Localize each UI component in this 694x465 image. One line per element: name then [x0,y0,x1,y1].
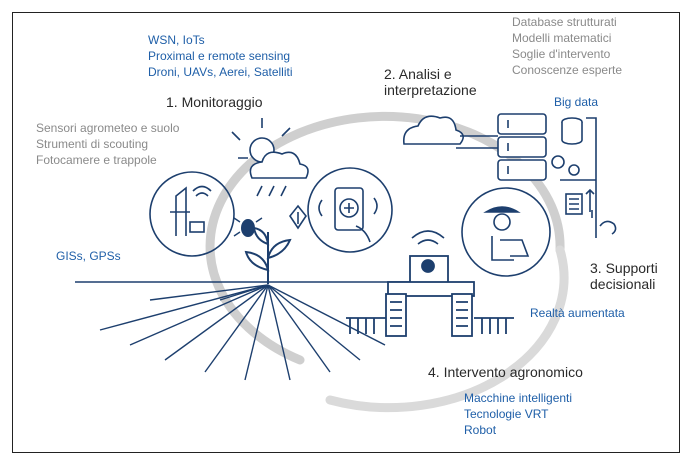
sensor-station-icon [149,171,235,257]
smartphone-scan-icon [307,167,393,253]
data-sources-list: Database strutturati Modelli matematici … [512,14,622,78]
sensor-item: Fotocamere e trappole [36,153,157,167]
sensors-list: Sensori agrometeo e suolo Strumenti di s… [36,120,179,168]
data-source-item: Conoscenze esperte [512,63,623,77]
cloud-sun-rain-icon [231,118,309,197]
cloud-icon [402,115,498,149]
gis-label: GISs, GPSs [56,249,121,263]
tractor-icon [346,255,514,337]
leaf-icon [289,204,307,230]
wifi-icon [411,230,445,245]
farmer-laptop-icon [461,187,551,277]
data-source-item: Soglie d'intervento [512,47,611,61]
field-furrows [75,281,420,381]
server-rack-icon [497,113,547,181]
plant-icon [244,226,292,284]
figure-frame [12,12,680,453]
sensor-item: Strumenti di scouting [36,137,149,151]
bug-icon [233,217,263,237]
document-icon [565,188,595,218]
machines-list: Macchine intelligenti Tecnologie VRT Rob… [464,390,572,438]
database-icon [561,117,583,145]
step-1-label: 1. Monitoraggio [166,94,263,110]
step-4-label: 4. Intervento agronomico [428,364,583,380]
big-data-label: Big data [554,95,599,109]
hand-icon [599,220,617,235]
tech-item: WSN, IoTs [148,33,205,47]
machine-item: Robot [464,423,497,437]
machine-item: Tecnologie VRT [464,407,549,421]
top-tech-list: WSN, IoTs Proximal e remote sensing Dron… [148,32,293,80]
tech-item: Proximal e remote sensing [148,49,291,63]
step-3-label: 3. Supporti decisionali [590,260,658,292]
gear-icon [551,117,597,238]
step-2-label: 2. Analisi e interpretazione [384,66,477,98]
machine-item: Macchine intelligenti [464,391,573,405]
augmented-reality-label: Realtà aumentata [530,306,625,320]
data-source-item: Modelli matematici [512,31,612,45]
sensor-item: Sensori agrometeo e suolo [36,121,180,135]
tech-item: Droni, UAVs, Aerei, Satelliti [148,65,293,79]
data-source-item: Database strutturati [512,15,617,29]
